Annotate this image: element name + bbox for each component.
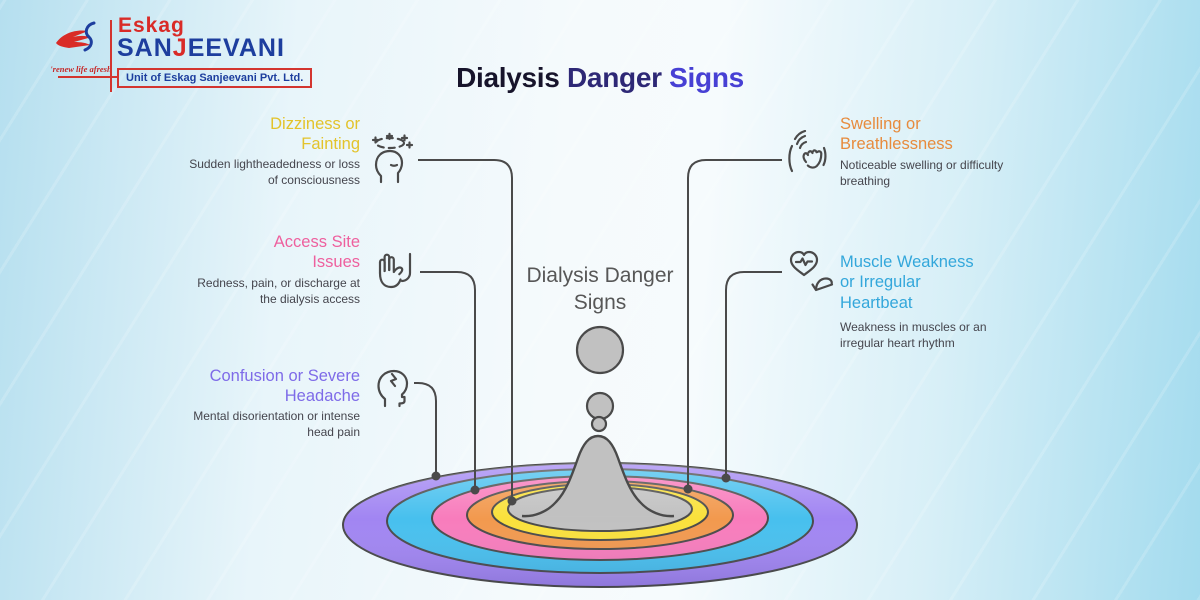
item-title-dizziness: Dizziness or Fainting: [270, 115, 360, 154]
center-label: Dialysis Danger Signs: [500, 262, 700, 317]
page-title-part-3: Signs: [669, 62, 744, 93]
item-title-swelling: Swelling or Breathlessness: [840, 115, 953, 154]
connector-dot-dizziness: [507, 496, 517, 506]
logo-tagline: 'renew life afresh: [50, 64, 112, 74]
item-desc-dizziness: Sudden lightheadedness or loss of consci…: [189, 157, 360, 187]
page-title-part-2: Danger: [567, 62, 662, 93]
water-splash-column: [521, 434, 675, 518]
eskag-sanjeevani-logo: 'renew life afresh Eskag SANJEEVANI Unit…: [50, 14, 324, 96]
logo-brand-main: SANJEEVANI: [117, 34, 285, 62]
bird-logo-icon: [56, 21, 96, 52]
connector-access-site: [420, 271, 476, 486]
dizzy-head-icon: [364, 132, 416, 191]
connector-dots: [431, 471, 731, 506]
falling-drop-medium: [585, 391, 615, 421]
connector-muscle: [725, 271, 782, 474]
item-title-access-site: Access Site Issues: [273, 233, 360, 272]
connector-dot-access-site: [470, 485, 480, 495]
logo-brand-top: Eskag: [118, 14, 185, 37]
item-desc-confusion: Mental disorientation or intense head pa…: [193, 409, 360, 439]
connector-dizziness: [418, 159, 513, 497]
connector-confusion: [414, 382, 437, 472]
center-label-line1: Dialysis Danger: [526, 264, 674, 287]
falling-drop-small: [590, 415, 608, 433]
center-label-line2: Signs: [573, 291, 627, 315]
page-title-part-1: Dialysis: [456, 62, 560, 93]
item-title-confusion: Confusion or Severe Headache: [209, 367, 360, 406]
item-desc-access-site: Redness, pain, or discharge at the dialy…: [197, 276, 360, 306]
falling-drop-large: [575, 325, 625, 375]
connector-swelling: [687, 159, 782, 485]
page-title: Dialysis Danger Signs: [0, 62, 1200, 94]
connector-lines: [414, 159, 782, 497]
logo-unit-line: Unit of Eskag Sanjeevani Pvt. Ltd.: [117, 68, 313, 88]
connector-dot-confusion: [431, 471, 441, 481]
connector-dot-swelling: [683, 484, 693, 494]
breathless-chest-icon: [782, 129, 832, 189]
heart-muscle-icon: [786, 246, 838, 303]
falling-drops: [575, 325, 625, 433]
connector-dot-muscle: [721, 473, 731, 483]
ripple-shading-overlay: [343, 463, 857, 587]
item-desc-muscle: Weakness in muscles or an irregular hear…: [840, 320, 987, 350]
item-title-muscle: Muscle Weakness or Irregular Heartbeat: [840, 253, 974, 312]
logo-vertical-rule: [110, 20, 112, 92]
logo-horizontal-rule: [58, 76, 117, 78]
raised-hand-icon: [372, 246, 418, 301]
item-desc-swelling: Noticeable swelling or difficulty breath…: [840, 158, 1004, 188]
cracked-head-icon: [370, 362, 416, 413]
